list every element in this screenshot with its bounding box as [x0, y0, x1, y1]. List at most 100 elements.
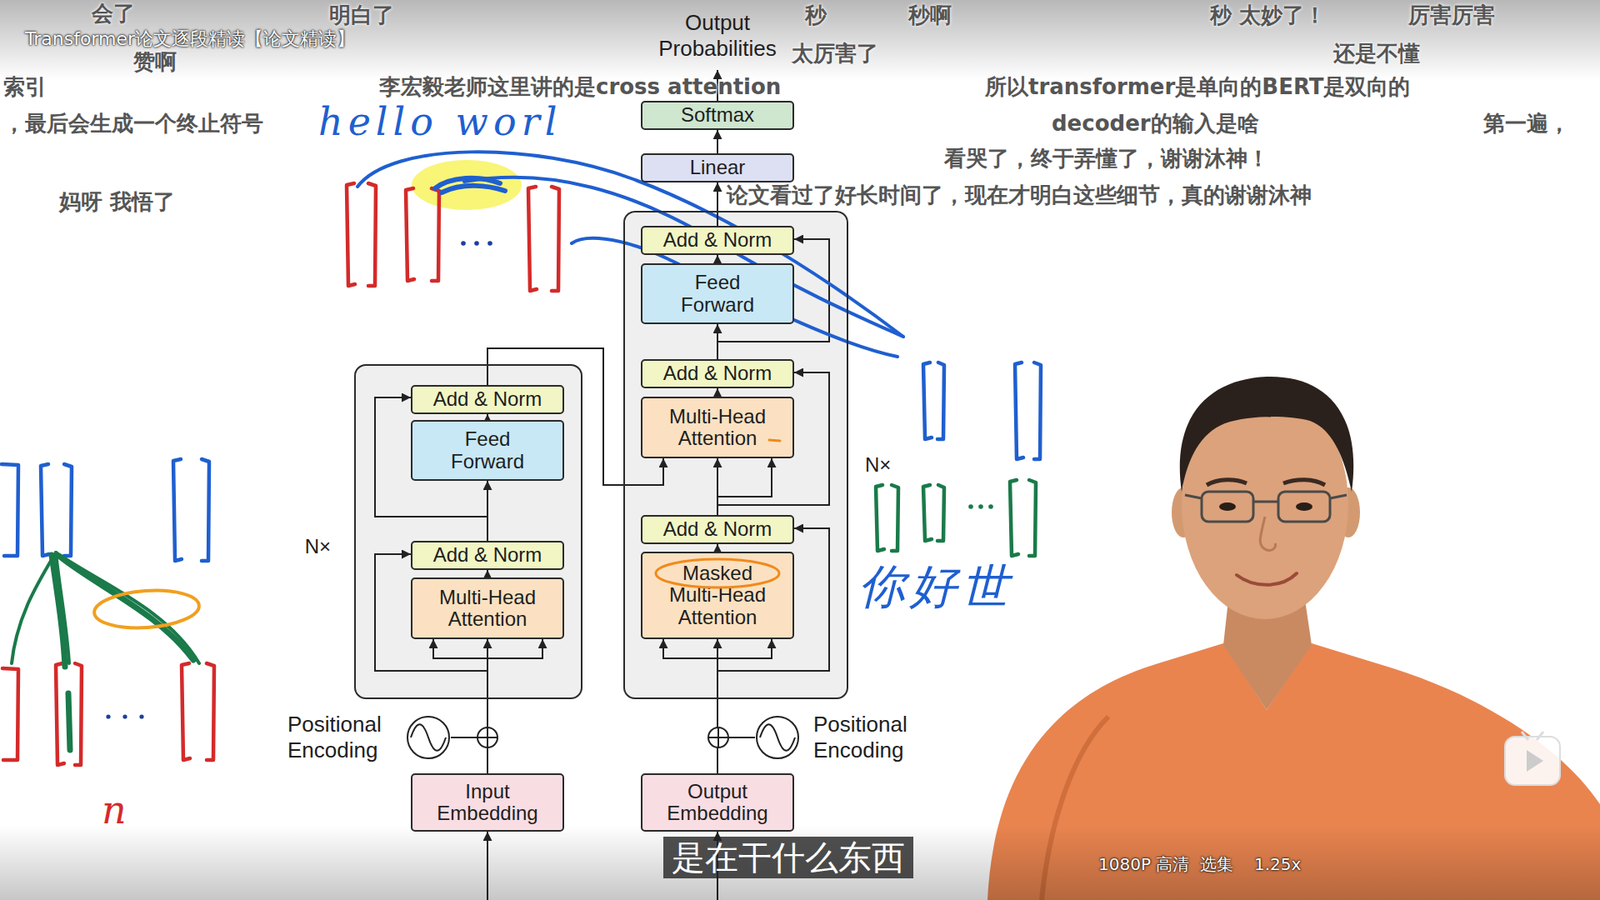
- add-norm-box: Add & Norm: [640, 359, 795, 389]
- masked-attention-box: Masked Multi-Head Attention: [640, 551, 795, 640]
- embedding-box: Input Embedding: [410, 773, 565, 832]
- softmax-box: Softmax: [640, 100, 795, 130]
- connector-arrow: [486, 414, 489, 420]
- box-label: Input Embedding: [432, 780, 543, 825]
- add-norm-box: Add & Norm: [410, 540, 565, 570]
- danmaku-comment: 秒啊: [908, 3, 952, 29]
- green-attention-lines: [55, 552, 200, 664]
- player-control-shade: [0, 825, 1600, 900]
- green-attention-lines: [68, 693, 70, 750]
- green-vector-bracket: [937, 485, 945, 541]
- adder-symbol: [477, 727, 498, 748]
- presenter-figure: [1185, 495, 1347, 502]
- connector-arrow: [716, 130, 719, 154]
- sine-wave: [410, 724, 446, 751]
- blue-vector-bracket: [201, 459, 210, 561]
- video-player-icon: [1505, 736, 1560, 785]
- player-control-label: 1.25x: [1254, 855, 1301, 875]
- ellipsis-dots: [105, 714, 110, 719]
- danmaku-comment: 索引: [3, 75, 47, 100]
- presenter-figure: [1201, 491, 1254, 522]
- red-vector-bracket: [181, 663, 190, 760]
- green-vector-bracket: [1029, 480, 1036, 556]
- attention-input-branch: [487, 639, 543, 659]
- encoder-stack-fill: [354, 364, 583, 700]
- ellipsis-dots: [105, 240, 993, 719]
- video-player-icon: [1526, 750, 1544, 772]
- box-label: Add & Norm: [663, 362, 773, 385]
- ellipsis-dots: [487, 240, 493, 246]
- blue-vector-bracket: [923, 362, 932, 440]
- box-label: Softmax: [680, 104, 755, 126]
- red-vector-bracket: [75, 663, 82, 765]
- connector-arrow: [716, 639, 719, 774]
- connector-arrow: [486, 480, 489, 541]
- video-player-icon: [1521, 731, 1544, 740]
- adder-symbol: [477, 727, 729, 748]
- danmaku-comment: 太厉害了: [791, 41, 879, 67]
- encoding-circle: [756, 716, 799, 759]
- danmaku-comment: decoder的输入是啥: [1051, 111, 1260, 137]
- red-vector-bracket: [551, 186, 560, 291]
- blue-scribble: [441, 185, 505, 193]
- blue-vector-bracket: [40, 464, 50, 556]
- red-vector-bracket: [55, 663, 65, 765]
- highlight-mark: [411, 160, 522, 210]
- blue-vector-bracket: [1, 464, 19, 556]
- positional-encoding-symbol: Positional Encoding: [755, 715, 800, 760]
- box-label: Multi-Head Attention: [662, 405, 773, 450]
- adder-symbol: [708, 727, 729, 748]
- connector-arrow: [716, 458, 719, 515]
- ellipsis-dots: [139, 714, 144, 719]
- presenter-figure: [1180, 376, 1354, 492]
- blue-attention-curve: [571, 238, 898, 357]
- connector-arrow: [716, 544, 719, 552]
- add-norm-box: Add & Norm: [640, 515, 795, 545]
- presenter-figure: [1219, 502, 1236, 511]
- orange-circle-mark: [655, 440, 780, 588]
- encoding-circle: [407, 716, 450, 759]
- green-vector-bracket: [1010, 480, 1019, 556]
- danmaku-comment: 秒: [805, 3, 827, 29]
- player-control-label: 1080P 高清: [1098, 855, 1190, 875]
- ellipsis-dots: [474, 240, 480, 246]
- positional-encoding-symbol: [405, 715, 451, 760]
- add-norm-box: Add & Norm: [410, 385, 565, 415]
- encoder-stack: N×Add & NormFeed ForwardAdd & NormMulti-…: [354, 364, 583, 700]
- danmaku-comment: 看哭了，终于弄懂了，谢谢沐神！: [944, 146, 1270, 172]
- box-label: Multi-Head Attention: [432, 586, 543, 631]
- repeat-count: N×: [865, 453, 891, 478]
- danmaku-comment: 李宏毅老师这里讲的是cross attention: [379, 75, 781, 100]
- feed-forward-box: Feed Forward: [640, 263, 795, 325]
- box-label: Add & Norm: [663, 518, 773, 540]
- residual-connection: [375, 239, 830, 671]
- orange-circle-mark: [655, 559, 780, 588]
- highlight-mark: [411, 160, 522, 210]
- repeat-count: N×: [305, 535, 331, 560]
- danmaku-comment: 会了: [91, 1, 135, 27]
- decoder-stack-fill: [623, 210, 849, 700]
- box-label: Output Embedding: [662, 780, 773, 825]
- box-label: Feed Forward: [432, 428, 543, 473]
- attention-box: Multi-Head Attention: [640, 396, 795, 459]
- encoding-label: Positional Encoding: [813, 711, 924, 764]
- attention-box: Multi-Head Attention: [410, 577, 565, 640]
- connector-arrow: [486, 639, 489, 774]
- subtitle-caption: 是在干什么东西: [663, 836, 914, 879]
- encoding-link: [450, 736, 478, 739]
- blue-vector-bracket: [1, 362, 1041, 561]
- blue-vector-bracket: [1034, 362, 1041, 460]
- danmaku-comment: 所以transformer是单向的BERT是双向的: [985, 75, 1411, 100]
- title-bar-shade: [0, 0, 1600, 80]
- green-vector-bracket: [923, 485, 932, 541]
- handwritten-note: 你好世: [858, 560, 1014, 614]
- attention-input-branch: [433, 639, 488, 659]
- presenter-figure: [1260, 516, 1275, 550]
- connector-arrow: [716, 324, 719, 360]
- red-vector-bracket: [368, 183, 376, 286]
- decoder-stack-fill: [623, 210, 849, 700]
- red-vector-bracket: [528, 186, 537, 291]
- presenter-figure: [1283, 480, 1325, 485]
- presenter-figure: [987, 376, 1600, 900]
- orange-circle-mark: [769, 440, 780, 441]
